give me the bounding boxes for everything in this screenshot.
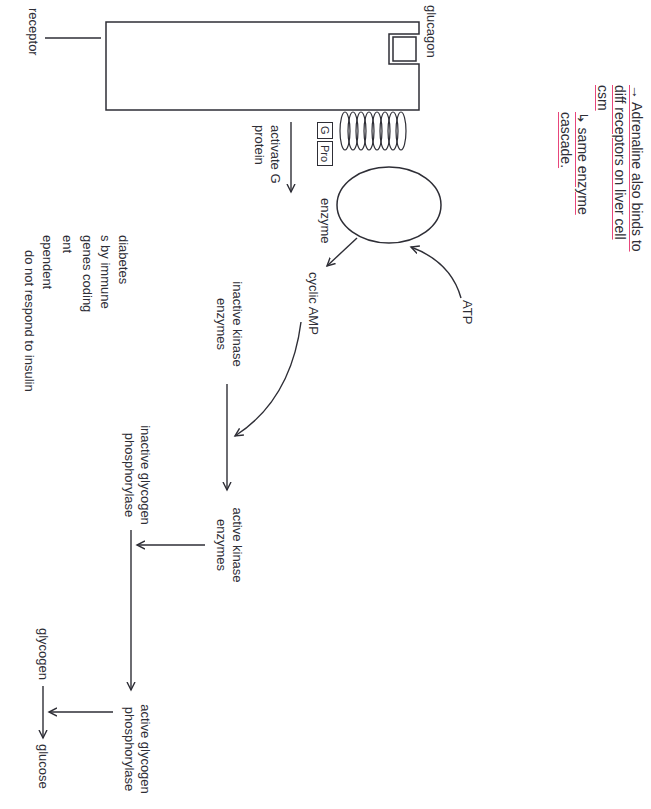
molecule-label: ATP: [459, 300, 475, 324]
flow-arrows: [43, 122, 461, 738]
step-label: active kinase enzymes: [213, 495, 245, 595]
side-note: ↳ same enzyme cascade.: [557, 112, 591, 222]
box-text: G: [318, 126, 332, 135]
step-label: inactive glycogen phosphorylase: [121, 425, 153, 525]
protein-box: G: [317, 122, 333, 139]
cut-note: ependent: [39, 235, 55, 289]
step-label: inactive kinase enzymes: [213, 268, 245, 380]
membrane-coil: [340, 112, 406, 150]
receptor-outline: [106, 22, 419, 110]
flow-arrow: [226, 384, 227, 490]
molecule-label: glycogen: [35, 628, 51, 680]
molecule-label: cyclic AMP: [305, 272, 321, 335]
cut-note: diabetes: [115, 235, 131, 284]
part-label: enzyme: [317, 198, 333, 244]
glucagon-molecule: [393, 37, 416, 61]
flow-arrow: [411, 247, 461, 298]
cut-note: do not respond to insulin: [21, 250, 37, 392]
flow-arrow: [137, 544, 205, 545]
step-label: activate G protein: [251, 125, 283, 200]
molecule-label: glucose: [35, 744, 51, 789]
enzyme-oval: [337, 167, 441, 243]
part-label: receptor: [25, 8, 41, 56]
ligand-label: glucagon: [423, 5, 439, 58]
protein-box: Pro: [317, 141, 333, 166]
flow-arrow: [130, 530, 131, 690]
step-label: active glycogen phosphorylase: [121, 695, 153, 803]
cut-note: genes coding: [79, 235, 95, 312]
leader-line: [45, 37, 101, 38]
flow-arrow: [290, 122, 291, 192]
side-note: → Adrenaline also binds to diff receptor…: [594, 85, 645, 257]
cut-note: ent: [59, 235, 75, 253]
flow-arrow: [42, 686, 43, 738]
flow-arrow: [49, 711, 113, 712]
cut-note: s by immune: [97, 235, 113, 309]
box-text: Pro: [318, 145, 332, 162]
coil-loop: [340, 112, 350, 150]
